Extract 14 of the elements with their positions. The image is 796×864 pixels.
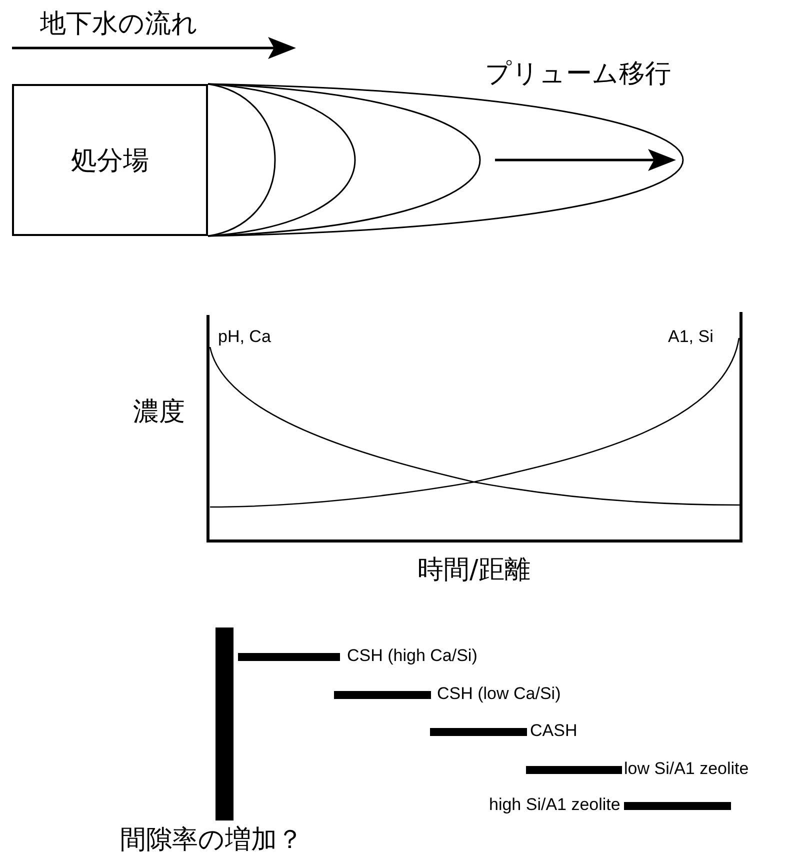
- flow-label: 地下水の流れ: [40, 10, 198, 39]
- landfill-box: 処分場: [12, 84, 208, 236]
- vertical-bar: [216, 628, 234, 820]
- phase-label: high Si/A1 zeolite: [489, 796, 620, 815]
- axis-label: 時間/距離: [418, 556, 530, 585]
- curve-label: A1, Si: [668, 328, 714, 347]
- axis-label: 濃度: [133, 398, 185, 427]
- phase-label: low Si/A1 zeolite: [624, 760, 749, 779]
- phase-label: CSH (low Ca/Si): [437, 685, 561, 704]
- note-label: 間隙率の増加？: [120, 826, 303, 855]
- plume-label: プリューム移行: [485, 60, 671, 89]
- curve-label: pH, Ca: [218, 328, 271, 347]
- phase-label: CASH: [530, 722, 578, 741]
- phase-label: CSH (high Ca/Si): [347, 647, 478, 666]
